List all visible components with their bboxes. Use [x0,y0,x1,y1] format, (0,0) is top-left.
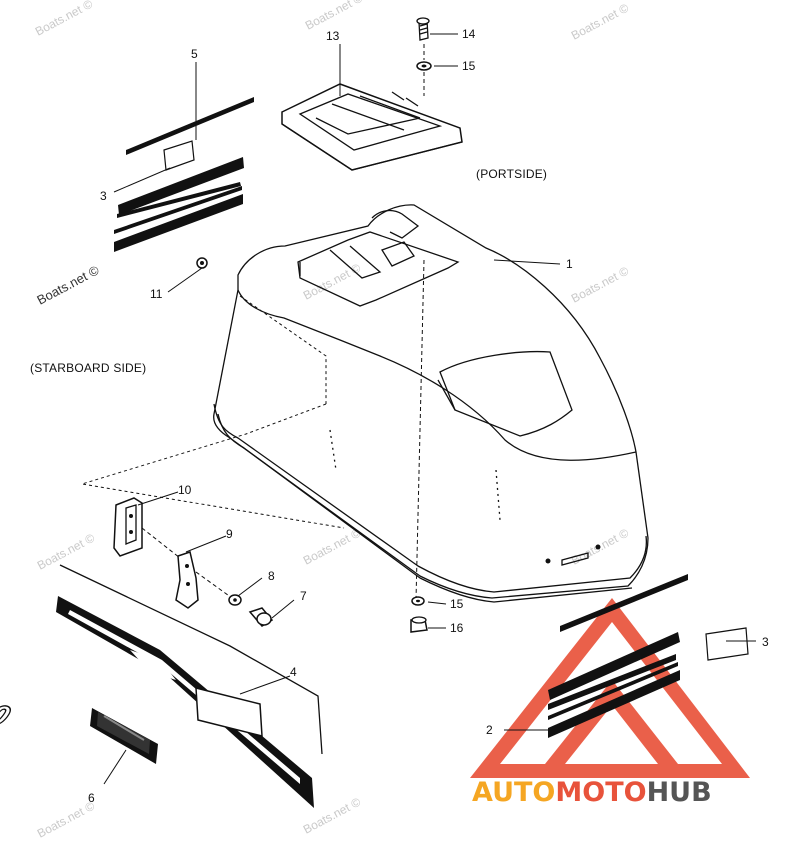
automotohub-logo: AUTOMOTOHUB [472,777,712,808]
logo-triangle [470,598,750,778]
decal-stripes-top [114,97,254,252]
watermark-top-left: Boats.net © [33,0,95,39]
watermark-right-mid: Boats.net © [569,264,631,306]
bolt-14 [416,17,430,41]
callout-9: 9 [226,527,233,541]
watermark-center-mid: Boats.net © [301,261,363,303]
callout-3-bottom: 3 [762,635,769,649]
callout-15-bottom: 15 [450,597,464,611]
callout-15-top: 15 [462,59,476,73]
callout-14: 14 [462,27,476,41]
washer-15-bottom [411,596,425,606]
svg-text:AUTOMOTOHUB: AUTOMOTOHUB [472,777,712,808]
callout-8: 8 [268,569,275,583]
starboard-side-label: (STARBOARD SIDE) [30,361,146,375]
logo-word-moto: MOTO [555,777,646,808]
callout-1: 1 [566,257,573,271]
watermark-left-mid: Boats.net © [34,262,102,307]
side-decal-4: 50 [0,564,323,808]
cowl-body [213,204,649,603]
washer-15-top [416,61,432,71]
screw-7 [248,607,274,627]
callout-5: 5 [191,47,198,61]
callouts: 5 3 11 13 14 15 1 10 9 8 7 4 6 15 16 2 3 [88,27,769,805]
decal-position-outline [81,295,345,529]
watermark-left-low: Boats.net © [35,531,97,573]
decal-50-emblem: 50 [0,687,263,737]
callout-6: 6 [88,791,95,805]
decal-stripes-bottom [548,574,749,738]
latch-hook-9 [175,551,199,609]
top-pad [281,83,463,171]
bolt-axis [415,44,425,601]
callout-3-top: 3 [100,189,107,203]
watermark-top-center: Boats.net © [303,0,365,33]
washer-8 [228,594,242,606]
screw-11 [196,257,208,269]
watermark-top-right: Boats.net © [569,1,631,43]
portside-label: (PORTSIDE) [476,167,547,181]
nut-16 [410,616,428,633]
callout-4: 4 [290,665,297,679]
callout-11: 11 [150,287,163,301]
callout-13: 13 [326,29,340,43]
decal-50-text: 50 [0,695,16,733]
callout-10: 10 [178,483,192,497]
callout-2: 2 [486,723,493,737]
logo-word-hub: HUB [647,777,712,808]
callout-7: 7 [300,589,307,603]
leader-lines [103,33,756,785]
latch-bracket-10 [113,497,143,557]
badge-6 [90,708,158,764]
callout-16: 16 [450,621,464,635]
watermark-center-low: Boats.net © [301,526,363,568]
logo-word-auto: AUTO [472,777,555,808]
latch-axis [141,527,233,599]
